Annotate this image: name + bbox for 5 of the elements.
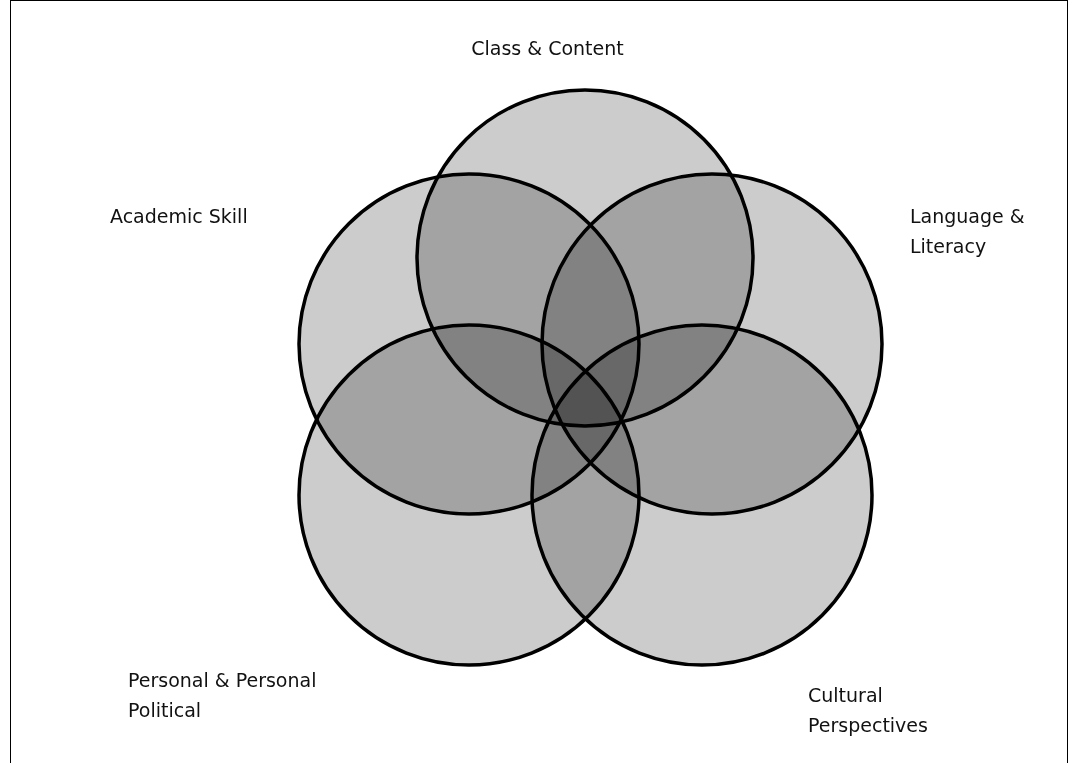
circle-label: Personal & Personal Political bbox=[128, 668, 318, 723]
circle-label: Academic Skill bbox=[110, 204, 249, 229]
circle-label: Cultural Perspectives bbox=[808, 683, 929, 738]
circle-label: Language & Literacy bbox=[910, 204, 1026, 259]
circle-label: Class & Content bbox=[470, 36, 625, 61]
